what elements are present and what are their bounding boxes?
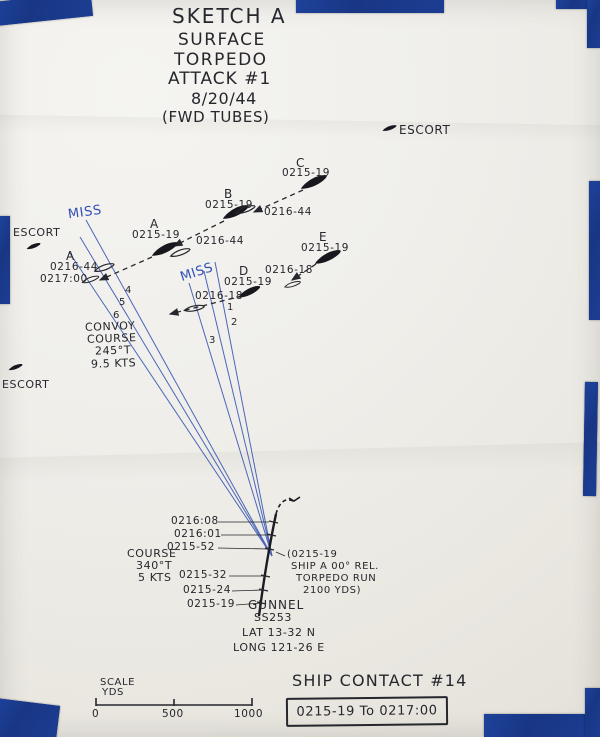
torpedo-track-lines bbox=[68, 219, 273, 557]
firing-note-line-3: TORPEDO RUN bbox=[296, 573, 377, 584]
torpedo-number-5: 5 bbox=[119, 297, 126, 308]
leader-lines bbox=[217, 521, 286, 606]
gunnel-track bbox=[257, 513, 278, 617]
target-a2-time1: 0216-44 bbox=[50, 261, 99, 273]
target-ships-outline bbox=[81, 203, 302, 314]
scale-tick-0: 0 bbox=[92, 708, 100, 720]
target-a-course-arrow bbox=[98, 256, 153, 281]
target-e-time2: 0216-18 bbox=[265, 264, 314, 276]
scale-bar bbox=[95, 698, 253, 706]
target-c-time1: 0215-19 bbox=[282, 167, 331, 179]
firing-note-line-2: SHIP A 00° REL. bbox=[291, 561, 379, 572]
tape-top-right-horizontal bbox=[556, 0, 600, 9]
gunnel-time-0215-19: 0215-19 bbox=[187, 598, 236, 610]
target-b-course-arrow bbox=[172, 220, 225, 247]
title-line-2: SURFACE bbox=[178, 30, 266, 50]
tape-top-center bbox=[296, 0, 444, 13]
gunnel-latitude: LAT 13-32 N bbox=[242, 626, 316, 639]
gunnel-longitude: LONG 121-26 E bbox=[233, 641, 325, 654]
scale-label-2: YDS bbox=[102, 687, 124, 698]
gunnel-course-line-2: 340°T bbox=[136, 559, 173, 572]
firing-note-line-4: 2100 YDS) bbox=[303, 585, 362, 596]
tape-top-right-vertical bbox=[587, 0, 600, 48]
tape-right-upper bbox=[589, 181, 600, 320]
target-e-label: E bbox=[319, 230, 328, 244]
title-line-6: (FWD TUBES) bbox=[162, 108, 270, 126]
target-b-ship-outline-icon bbox=[169, 246, 192, 259]
escort-label-top-right: ESCORT bbox=[399, 123, 451, 137]
gunnel-time-0216-08: 0216:08 bbox=[171, 515, 219, 527]
target-a2-time2: 0217:00 bbox=[40, 273, 88, 285]
gunnel-time-0215-24: 0215-24 bbox=[183, 584, 232, 596]
title-line-3: TORPEDO bbox=[174, 50, 268, 70]
target-e-course-arrow bbox=[290, 263, 317, 281]
target-d-time1: 0215-19 bbox=[224, 276, 273, 288]
tape-right-lower bbox=[583, 381, 598, 497]
title-line-4: ATTACK #1 bbox=[168, 69, 272, 89]
escort-label-bottom-left: ESCORT bbox=[2, 378, 50, 391]
scale-label-1: SCALE bbox=[100, 677, 136, 688]
tape-bottom-right-vertical bbox=[585, 688, 600, 737]
scale-tick-1000: 1000 bbox=[234, 708, 264, 720]
gunnel-time-0215-32: 0215-32 bbox=[179, 569, 228, 581]
torpedo-track-6 bbox=[68, 251, 273, 557]
torpedo-number-3: 3 bbox=[209, 335, 216, 346]
torpedo-number-4: 4 bbox=[125, 285, 132, 296]
gunnel-track-dashed bbox=[275, 498, 294, 515]
target-d-label: D bbox=[239, 264, 249, 278]
torpedo-track-2 bbox=[203, 270, 273, 557]
target-b-label: B bbox=[224, 187, 233, 201]
target-d-course-arrow bbox=[168, 295, 243, 316]
target-d-time2: 0216-18 bbox=[195, 290, 244, 302]
target-a-time1: 0215-19 bbox=[132, 229, 181, 241]
scale-tick-500: 500 bbox=[162, 708, 184, 720]
torpedo-track-4 bbox=[85, 219, 273, 557]
gunnel-time-0216-01: 0216:01 bbox=[174, 528, 222, 540]
gunnel-name: GUNNEL bbox=[248, 598, 305, 612]
escort-mid-left-icon bbox=[25, 241, 42, 251]
title-line-1: SKETCH A bbox=[172, 4, 287, 28]
target-b-time2: 0216-44 bbox=[196, 235, 245, 247]
gunnel-time-0215-52: 0215-52 bbox=[167, 541, 216, 553]
convoy-note-line-4: 9.5 KTS bbox=[90, 356, 137, 371]
torpedo-track-1 bbox=[214, 261, 273, 557]
firing-note-line-1: (0215-19 bbox=[287, 549, 338, 560]
contact-period: 0215-19 To 0217:00 bbox=[296, 702, 438, 720]
target-a2-label: A bbox=[66, 249, 75, 263]
torpedo-track-5 bbox=[79, 236, 273, 557]
target-course-arrows bbox=[98, 189, 317, 316]
torpedo-number-6: 6 bbox=[113, 310, 120, 321]
escort-top-right-icon bbox=[381, 123, 398, 133]
title-line-5: 8/20/44 bbox=[191, 89, 257, 108]
torpedo-number-1: 1 bbox=[227, 302, 234, 313]
target-e-ship-outline-icon bbox=[283, 279, 302, 290]
tape-bottom-left bbox=[0, 698, 61, 737]
time-tick-marks bbox=[256, 520, 279, 605]
target-b-time1: 0215-19 bbox=[205, 199, 254, 211]
target-e-time1: 0215-19 bbox=[301, 242, 350, 254]
plot-end-mark-icon bbox=[288, 496, 301, 502]
escort-label-mid-left: ESCORT bbox=[13, 226, 61, 239]
torpedo-number-2: 2 bbox=[231, 317, 238, 328]
escort-bottom-left-icon bbox=[7, 362, 24, 372]
tape-left-edge bbox=[0, 216, 10, 304]
target-c-label: C bbox=[296, 156, 305, 170]
convoy-note-line-3: 245°T bbox=[94, 343, 132, 358]
tape-bottom-right-horizontal bbox=[484, 714, 600, 737]
target-a-label: A bbox=[150, 217, 159, 231]
contact-period-box: 0215-19 To 0217:00 bbox=[285, 696, 449, 727]
gunnel-course-line-1: COURSE bbox=[127, 547, 177, 560]
torpedo-track-3 bbox=[188, 282, 273, 557]
gunnel-hull-number: SS253 bbox=[254, 611, 292, 624]
gunnel-course-line-3: 5 KTS bbox=[138, 571, 172, 584]
contact-title: SHIP CONTACT #14 bbox=[292, 671, 468, 690]
target-c-time2: 0216-44 bbox=[264, 206, 313, 218]
